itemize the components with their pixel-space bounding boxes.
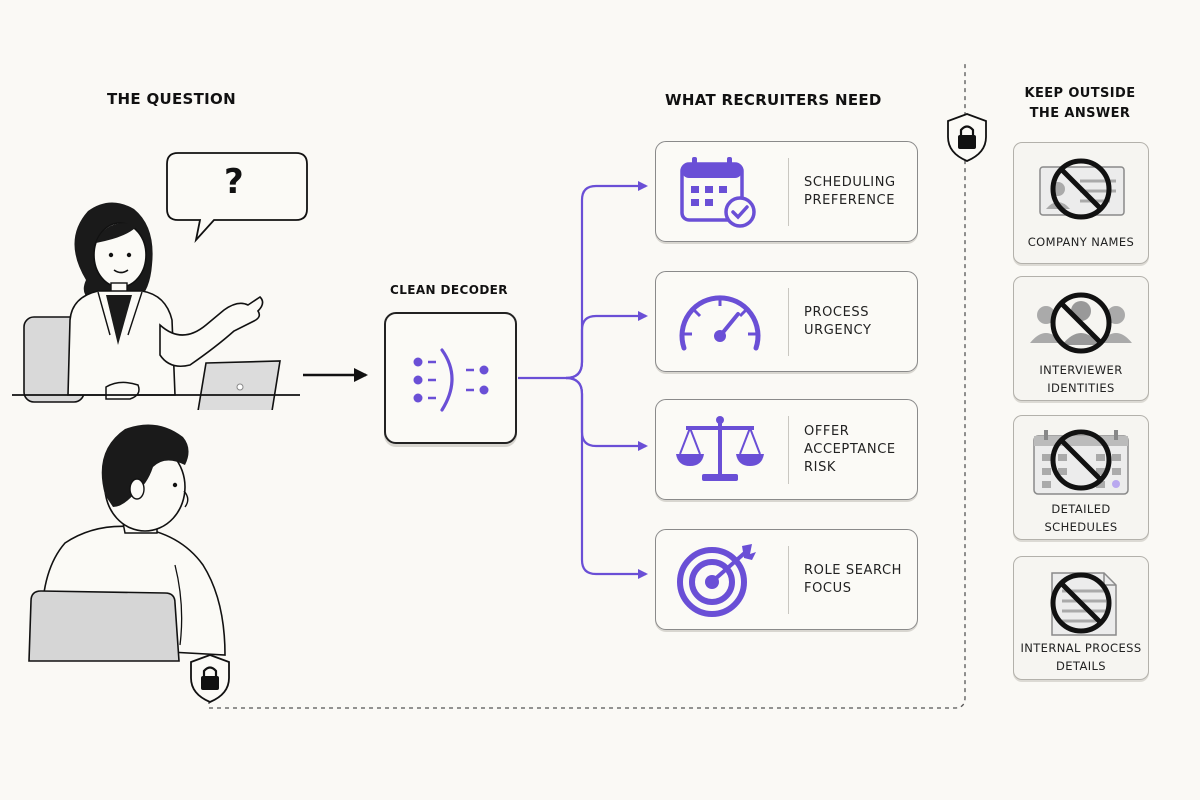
branch-urgency — [565, 311, 648, 380]
lock-shield-icon — [190, 654, 230, 703]
excluded-label: DETAILED SCHEDULES — [1044, 502, 1118, 534]
excluded-card-detailed-schedules: DETAILED SCHEDULES — [1013, 415, 1149, 540]
lock-shield-icon — [947, 113, 987, 162]
excluded-card-internal-process: INTERNAL PROCESS DETAILS — [1013, 556, 1149, 680]
need-label: OFFER ACCEPTANCE RISK — [804, 423, 896, 475]
privacy-boundary — [208, 62, 966, 709]
branch-focus — [565, 376, 648, 579]
need-label: SCHEDULING PREFERENCE — [804, 174, 896, 208]
document-prohibited-icon — [1050, 572, 1117, 636]
id-card-prohibited-icon — [1039, 158, 1125, 220]
target-arrow-icon — [677, 544, 756, 617]
heading-decoder: CLEAN DECODER — [390, 283, 508, 297]
speech-bubble-shape — [166, 152, 308, 244]
interviewer-illustration — [12, 202, 300, 410]
card-divider — [788, 546, 789, 614]
excluded-label: INTERVIEWER IDENTITIES — [1039, 363, 1123, 395]
speedometer-icon — [679, 295, 761, 351]
need-card-urgency: PROCESS URGENCY — [655, 271, 918, 372]
excluded-label: COMPANY NAMES — [1027, 235, 1135, 249]
heading-outside: KEEP OUTSIDE THE ANSWER — [1024, 86, 1136, 121]
need-card-focus: ROLE SEARCH FOCUS — [655, 529, 918, 630]
people-prohibited-icon — [1030, 292, 1132, 354]
need-card-risk: OFFER ACCEPTANCE RISK — [655, 399, 918, 500]
heading-question: THE QUESTION — [107, 90, 236, 108]
card-divider — [788, 288, 789, 356]
decoder-icon — [413, 348, 489, 412]
need-label: ROLE SEARCH FOCUS — [804, 562, 903, 596]
excluded-card-interviewer-identities: INTERVIEWER IDENTITIES — [1013, 276, 1149, 401]
calendar-check-icon — [680, 157, 756, 228]
card-divider — [788, 158, 789, 226]
branch-risk — [565, 376, 648, 451]
question-mark: ? — [224, 162, 244, 202]
card-divider — [788, 416, 789, 484]
balance-scale-icon — [676, 416, 764, 481]
excluded-card-company-names: COMPANY NAMES — [1013, 142, 1149, 264]
heading-needs: WHAT RECRUITERS NEED — [665, 91, 882, 109]
candidate-illustration — [28, 424, 226, 662]
need-card-scheduling: SCHEDULING PREFERENCE — [655, 141, 918, 242]
clean-decoder-box — [384, 312, 517, 444]
speech-bubble: ? — [166, 152, 311, 244]
need-label: PROCESS URGENCY — [804, 304, 872, 338]
excluded-label: INTERNAL PROCESS DETAILS — [1020, 641, 1142, 673]
calendar-prohibited-icon — [1033, 429, 1129, 495]
